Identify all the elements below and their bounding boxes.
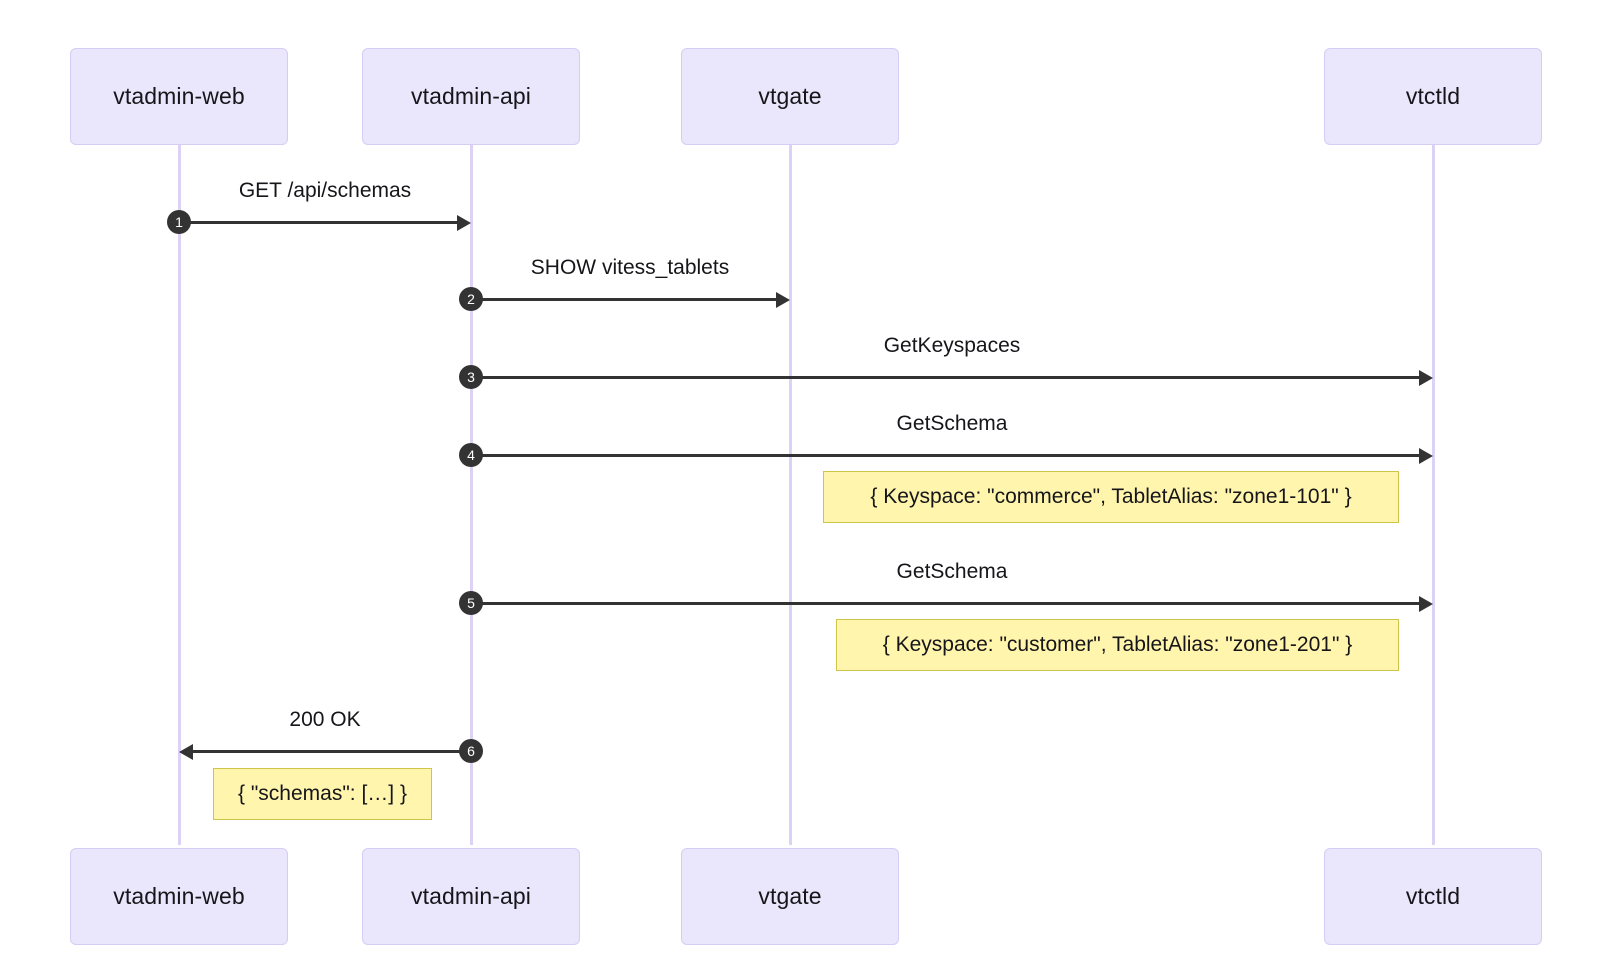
participant-label: vtctld [1405, 883, 1461, 909]
arrow-head-right-icon [457, 214, 471, 231]
participant-bottom-vtgate[interactable]: vtgate [681, 848, 899, 945]
note-text: { "schemas": […] } [238, 782, 407, 805]
message-line [471, 454, 1419, 457]
participant-top-vtadmin-api[interactable]: vtadmin-api [362, 48, 580, 145]
participant-top-vtadmin-web[interactable]: vtadmin-web [70, 48, 288, 145]
arrow-head-right-icon [776, 291, 790, 308]
note-text: { Keyspace: "customer", TabletAlias: "zo… [882, 633, 1353, 656]
message-label: GetKeyspaces [883, 334, 1021, 357]
lifeline-vtadmin-api [470, 145, 473, 845]
message-line [179, 221, 457, 224]
participant-top-vtgate[interactable]: vtgate [681, 48, 899, 145]
arrow-head-right-icon [1419, 595, 1433, 612]
message-label: 200 OK [289, 708, 361, 731]
note-text: { Keyspace: "commerce", TabletAlias: "zo… [870, 485, 1352, 508]
message-label: GetSchema [896, 412, 1008, 435]
sequence-number-badge: 4 [459, 442, 483, 467]
lifeline-vtgate [789, 145, 792, 845]
message-line [471, 298, 776, 301]
lifeline-vtadmin-web [178, 145, 181, 845]
lifeline-vtctld [1432, 145, 1435, 845]
note-schemas-response: { "schemas": […] } [213, 768, 432, 820]
participant-label: vtadmin-web [113, 883, 245, 909]
participant-bottom-vtadmin-web[interactable]: vtadmin-web [70, 848, 288, 945]
message-label: GET /api/schemas [238, 179, 412, 202]
participant-label: vtadmin-api [411, 83, 531, 109]
message-label: GetSchema [896, 560, 1008, 583]
participant-top-vtctld[interactable]: vtctld [1324, 48, 1542, 145]
note-commerce-keyspace: { Keyspace: "commerce", TabletAlias: "zo… [823, 471, 1399, 523]
message-line [193, 750, 471, 753]
sequence-number-badge: 1 [167, 209, 191, 234]
participant-label: vtadmin-api [411, 883, 531, 909]
participant-label: vtgate [758, 883, 822, 909]
participant-bottom-vtctld[interactable]: vtctld [1324, 848, 1542, 945]
message-line [471, 602, 1419, 605]
note-customer-keyspace: { Keyspace: "customer", TabletAlias: "zo… [836, 619, 1399, 671]
sequence-number-badge: 5 [459, 590, 483, 615]
arrow-head-left-icon [179, 743, 193, 760]
arrow-head-right-icon [1419, 369, 1433, 386]
participant-label: vtadmin-web [113, 83, 245, 109]
participant-bottom-vtadmin-api[interactable]: vtadmin-api [362, 848, 580, 945]
participant-label: vtctld [1405, 83, 1461, 109]
sequence-number-badge: 3 [459, 364, 483, 389]
sequence-number-badge: 6 [459, 738, 483, 763]
arrow-head-right-icon [1419, 447, 1433, 464]
participant-label: vtgate [758, 83, 822, 109]
message-line [471, 376, 1419, 379]
sequence-number-badge: 2 [459, 286, 483, 311]
message-label: SHOW vitess_tablets [530, 256, 730, 279]
